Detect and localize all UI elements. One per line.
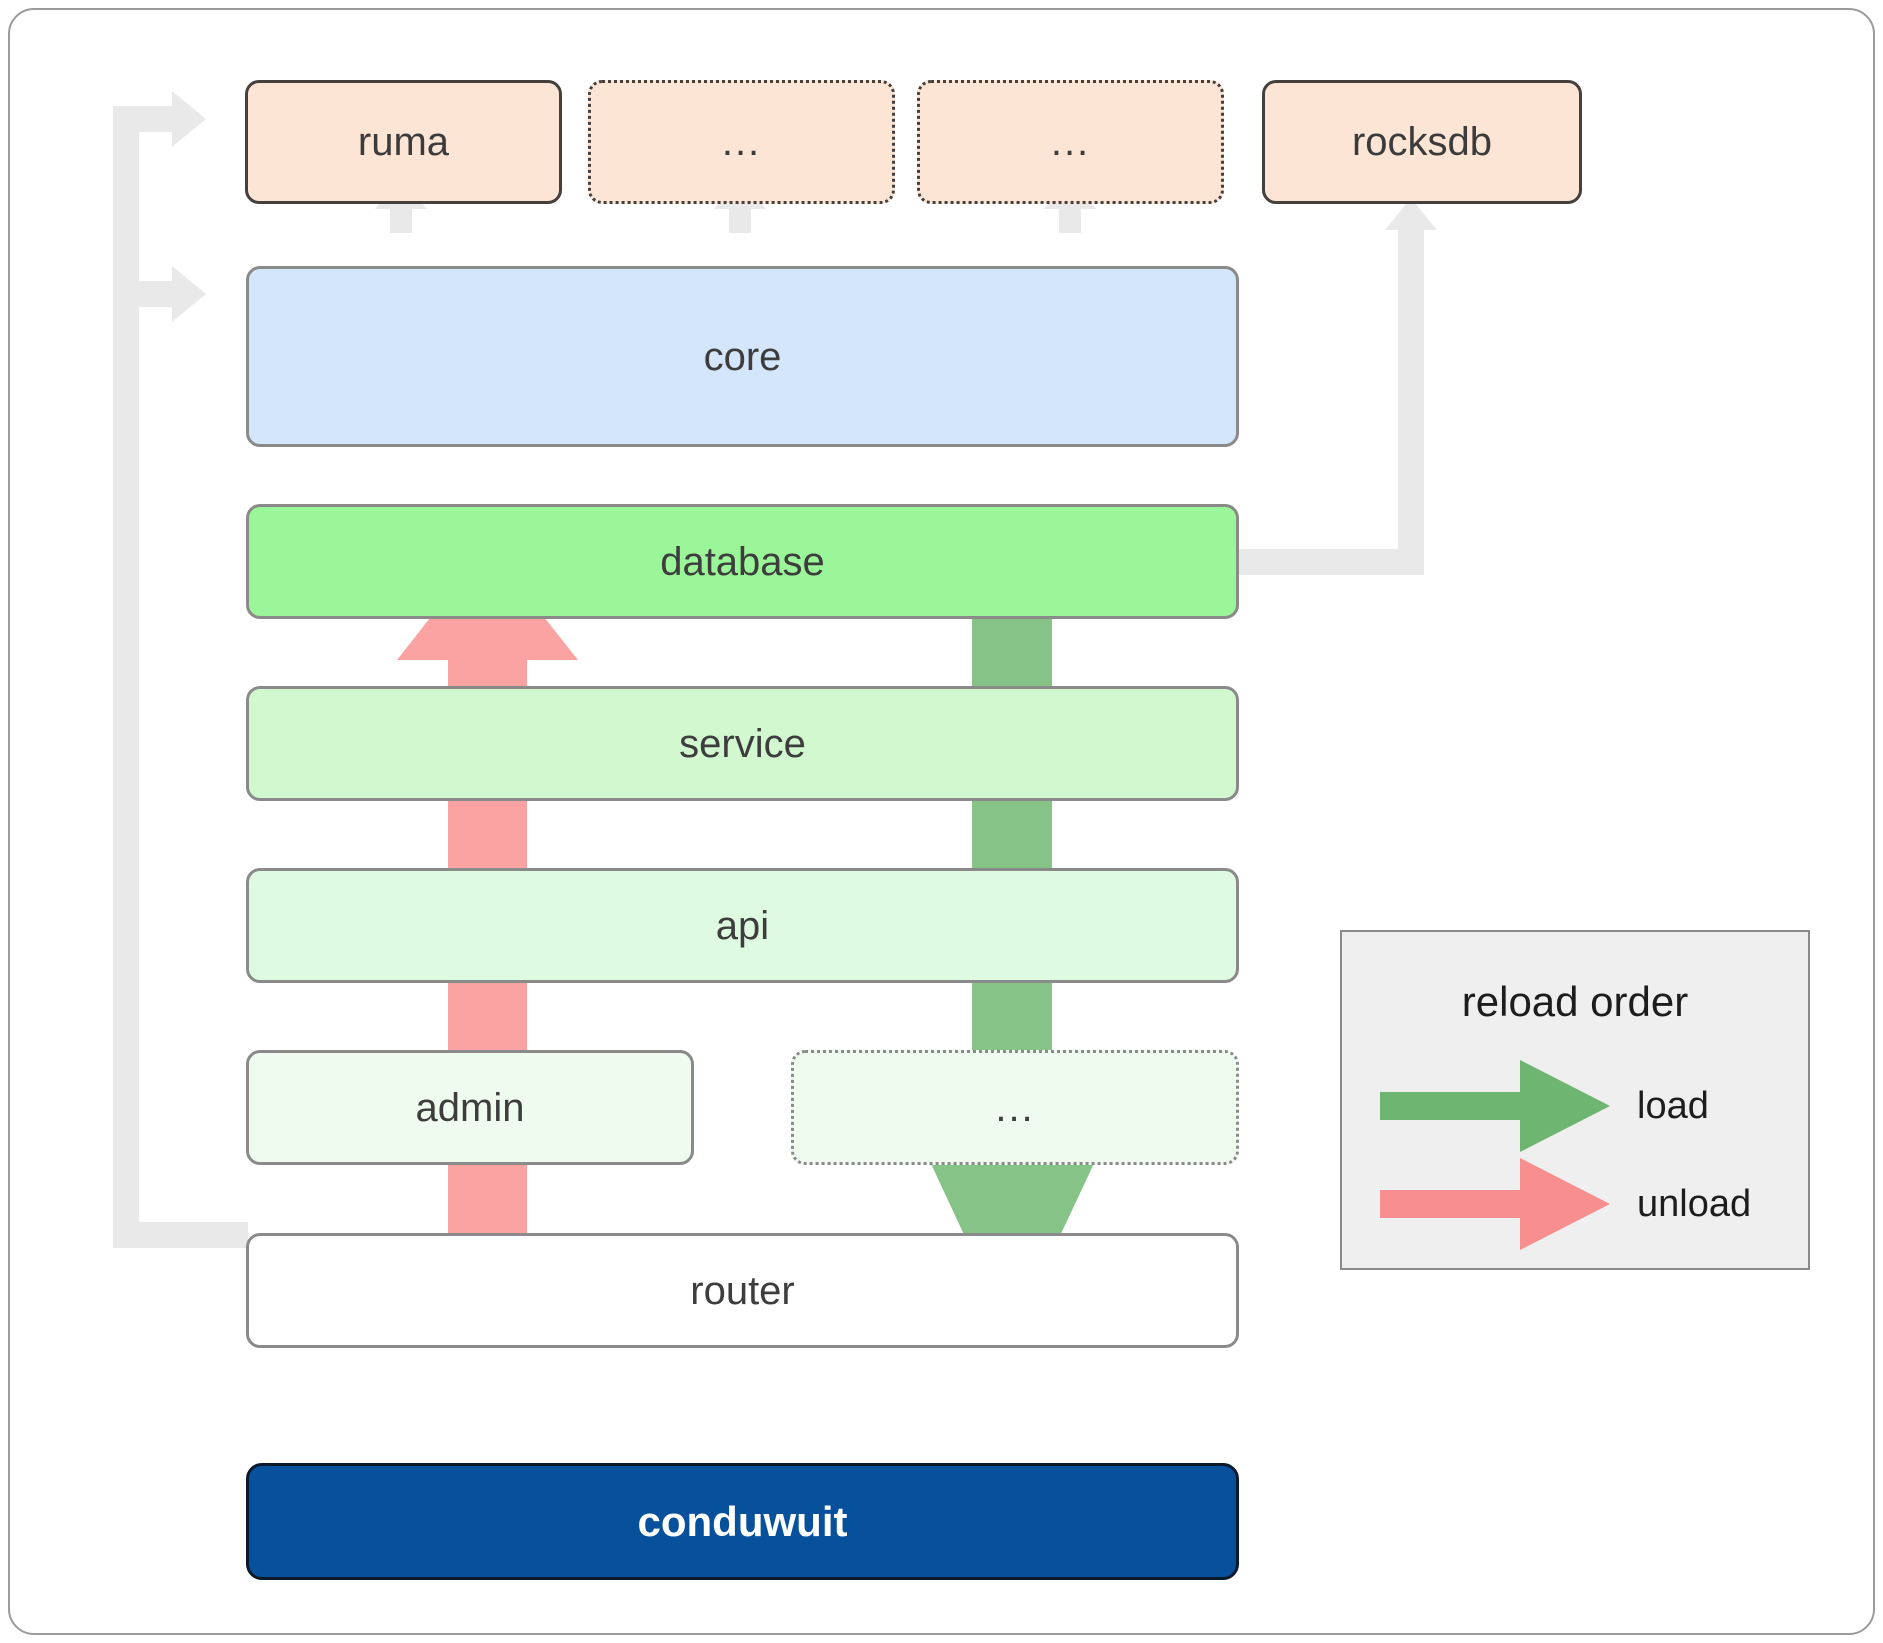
dependency-box-rocksdb[interactable]: rocksdb [1262,80,1582,204]
connector-left-rail-vertical [113,120,139,1248]
core-label: core [703,334,782,379]
legend-unload-label: unload [1637,1183,1752,1225]
legend-title: reload order [1461,978,1689,1025]
layer-label: api [715,903,770,948]
layer-label: router [690,1268,795,1313]
layer-label: ... [995,1085,1035,1130]
dependency-box-ellipsis-2[interactable]: ... [917,80,1224,204]
connector-rail-to-ruma-segment [113,106,176,132]
layer-box-database[interactable]: database [246,504,1239,619]
core-box[interactable]: core [246,266,1239,447]
dependency-label: ... [721,120,762,164]
layer-box-ellipsis[interactable]: ... [791,1050,1239,1165]
dependency-label: rocksdb [1351,120,1493,164]
layer-box-api[interactable]: api [246,868,1239,983]
dependency-label: ... [1050,120,1091,164]
connector-database-to-rocksdb-vertical [1398,230,1424,575]
layer-label: service [679,721,806,766]
connector-arrow-to-ruma [172,91,206,147]
diagram-frame [8,8,1875,1635]
legend-panel: reload order load unload [1340,930,1810,1270]
dependency-box-ellipsis-1[interactable]: ... [588,80,895,204]
layer-box-router[interactable]: router [246,1233,1239,1348]
legend-unload-arrow-icon [1380,1158,1610,1250]
dependency-box-ruma[interactable]: ruma [245,80,562,204]
layer-label: admin [415,1085,525,1130]
legend-load-label: load [1637,1085,1709,1127]
connector-arrow-to-core [172,266,206,322]
layer-box-admin[interactable]: admin [246,1050,694,1165]
dependency-label: ruma [357,120,450,164]
root-box-conduwuit[interactable]: conduwuit [246,1463,1239,1580]
connector-rail-to-core-segment [113,281,176,307]
connector-core-to-dep2-stem [729,205,751,233]
legend-load-arrow-icon [1380,1060,1610,1152]
layer-label: database [660,539,825,584]
connector-core-to-dep3-stem [1059,205,1081,233]
connector-core-to-ruma-stem [390,205,412,233]
layer-box-service[interactable]: service [246,686,1239,801]
root-label: conduwuit [637,1497,848,1545]
connector-database-to-rocksdb-horizontal [1220,549,1424,575]
